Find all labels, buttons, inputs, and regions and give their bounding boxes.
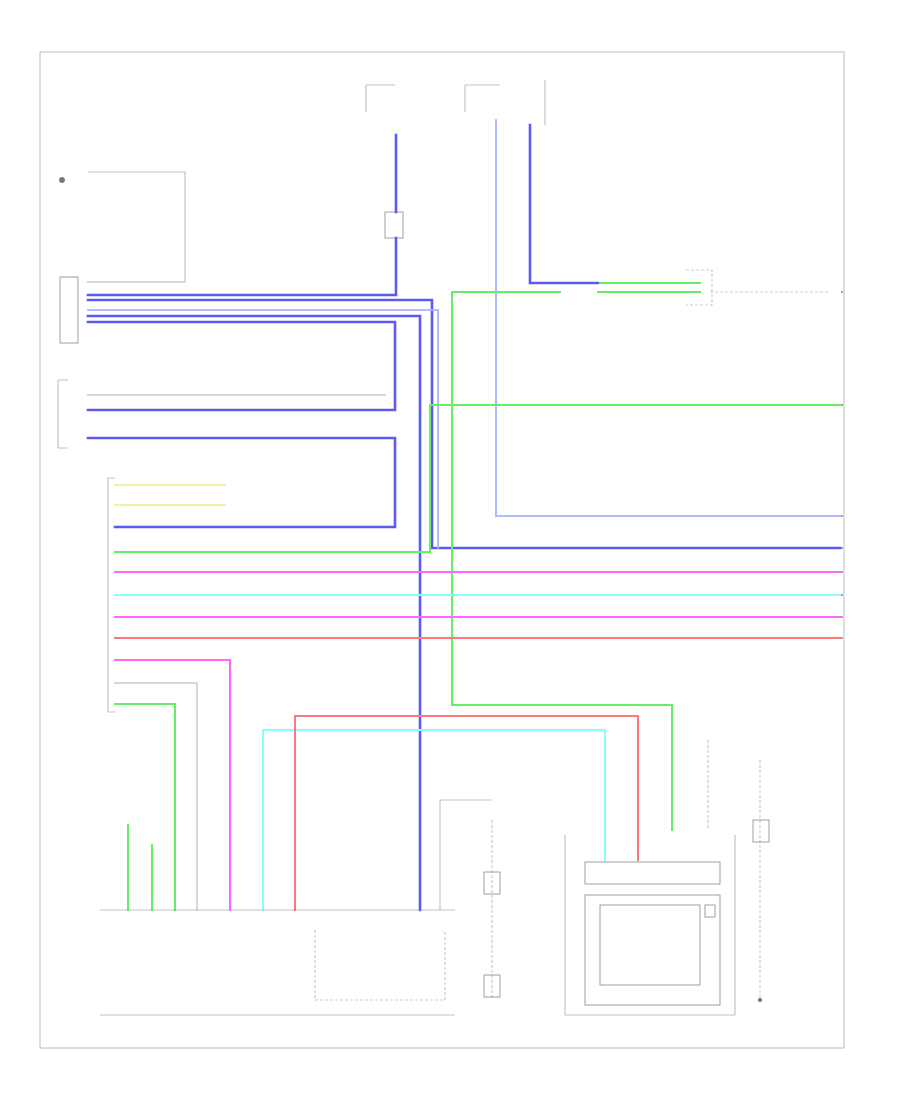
bottom-left-block — [100, 909, 455, 1016]
left-block-b — [59, 276, 79, 344]
top-connector-center — [464, 84, 500, 112]
diagram-frame — [39, 51, 845, 1049]
ground-symbol-icon — [59, 177, 65, 183]
left-block-c — [57, 379, 68, 449]
wires-yellow — [114, 484, 226, 506]
right-relay — [686, 269, 713, 306]
center-component — [483, 871, 501, 998]
wires-blue — [86, 123, 842, 912]
wires-white — [87, 281, 386, 911]
wires-gray — [439, 291, 830, 1000]
bottom-right-module — [564, 835, 736, 1016]
wires-light-blue — [87, 119, 841, 549]
left-block-d — [107, 477, 115, 713]
wires-pink — [114, 571, 841, 911]
wires-cyan — [114, 594, 841, 911]
wires-red — [114, 637, 841, 911]
right-terminal-markers — [841, 291, 843, 639]
left-block-a — [88, 171, 186, 282]
wires-green — [114, 282, 841, 911]
top-connector-left — [365, 84, 404, 239]
right-bottom-device — [752, 819, 770, 1002]
